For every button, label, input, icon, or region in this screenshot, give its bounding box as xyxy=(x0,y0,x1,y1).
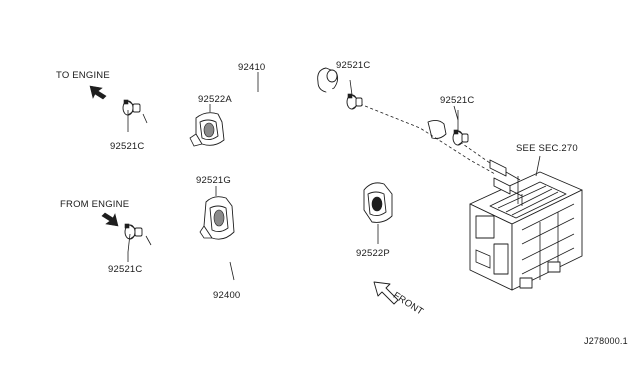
part-label-92521c-left-upper: 92521C xyxy=(110,141,145,152)
hose-92410 xyxy=(142,67,339,158)
heater-unit xyxy=(469,155,583,291)
bracket-92521g xyxy=(199,186,235,240)
clamp-92521c-middle xyxy=(346,79,363,110)
part-label-92410: 92410 xyxy=(238,62,266,73)
see-sec-label: SEE SEC.270 xyxy=(516,143,578,154)
to-engine-arrow xyxy=(89,85,107,100)
clamp-92521c-right xyxy=(452,110,469,146)
front-arrow xyxy=(373,281,399,305)
clamp-92521c-left-lower xyxy=(124,223,143,253)
bracket-92522a xyxy=(189,104,225,147)
hose-92400 xyxy=(145,119,447,263)
clamp-92521c-left-upper xyxy=(122,99,141,122)
part-label-92521c-middle: 92521C xyxy=(336,60,371,71)
to-engine-label: TO ENGINE xyxy=(56,70,110,81)
part-label-92521c-left-lower: 92521C xyxy=(108,264,143,275)
bracket-92522p xyxy=(363,182,393,244)
hose-92410-outlet xyxy=(324,84,356,108)
from-engine-label: FROM ENGINE xyxy=(60,199,130,210)
part-label-92521g: 92521G xyxy=(196,175,232,186)
part-label-92400: 92400 xyxy=(213,290,241,301)
from-engine-arrow xyxy=(101,212,119,227)
connection-line-upper xyxy=(359,103,496,175)
part-label-92521c-right: 92521C xyxy=(440,95,475,106)
part-label-92522a: 92522A xyxy=(198,94,232,105)
part-label-92522p: 92522P xyxy=(356,248,390,259)
diagram-id: J278000.1 xyxy=(584,336,628,346)
leader-lines xyxy=(127,72,459,281)
